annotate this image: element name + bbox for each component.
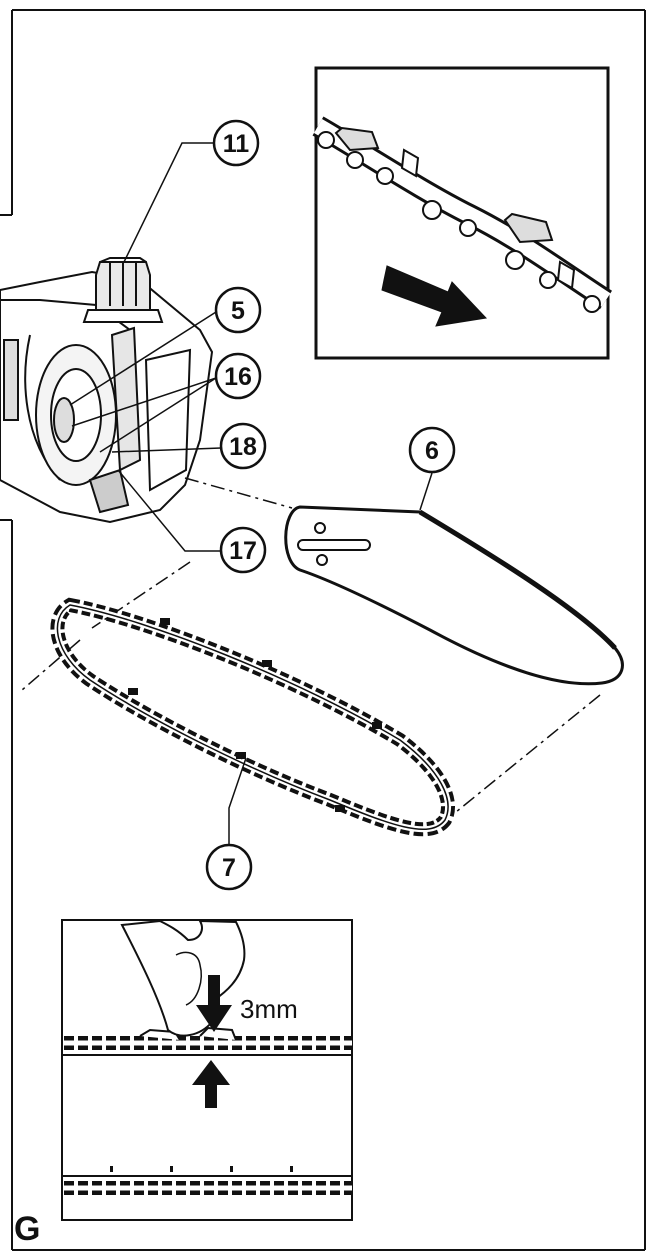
- callouts: 11 5 16 18 6 17 7: [205, 119, 456, 891]
- press-down-arrow-icon: [196, 975, 232, 1032]
- callout-16: 16: [214, 352, 262, 400]
- callout-6-label: 6: [425, 437, 439, 465]
- chain-direction-inset: [312, 66, 613, 360]
- figure-letter: G: [14, 1210, 40, 1248]
- callout-11: 11: [212, 119, 260, 167]
- callout-5-label: 5: [231, 297, 245, 325]
- chain-direction-arrow-icon: [381, 265, 488, 327]
- callout-18: 18: [219, 422, 267, 470]
- callout-7: 7: [205, 843, 253, 891]
- callout-5: 5: [214, 286, 262, 334]
- assembly-guide-lines: [21, 477, 601, 813]
- callout-6: 6: [408, 426, 456, 474]
- saw-chain: [50, 597, 455, 837]
- lift-up-arrow-icon: [192, 1060, 230, 1108]
- callout-7-label: 7: [222, 854, 236, 882]
- callout-16-label: 16: [224, 363, 252, 391]
- hand-icon: [120, 919, 246, 1037]
- page-frame: [0, 9, 646, 1251]
- inset-chain: [312, 116, 613, 313]
- callout-17: 17: [219, 526, 267, 574]
- tension-knob: [82, 257, 164, 323]
- callout-11-label: 11: [223, 130, 250, 158]
- callout-17-label: 17: [229, 537, 257, 565]
- callout-18-label: 18: [229, 433, 257, 461]
- chain-tension-inset: 3mm: [61, 919, 353, 1221]
- gap-measurement-label: 3mm: [240, 994, 298, 1024]
- guide-bar: [284, 505, 624, 686]
- leader-lines: [69, 142, 433, 846]
- motor-housing: [0, 257, 214, 524]
